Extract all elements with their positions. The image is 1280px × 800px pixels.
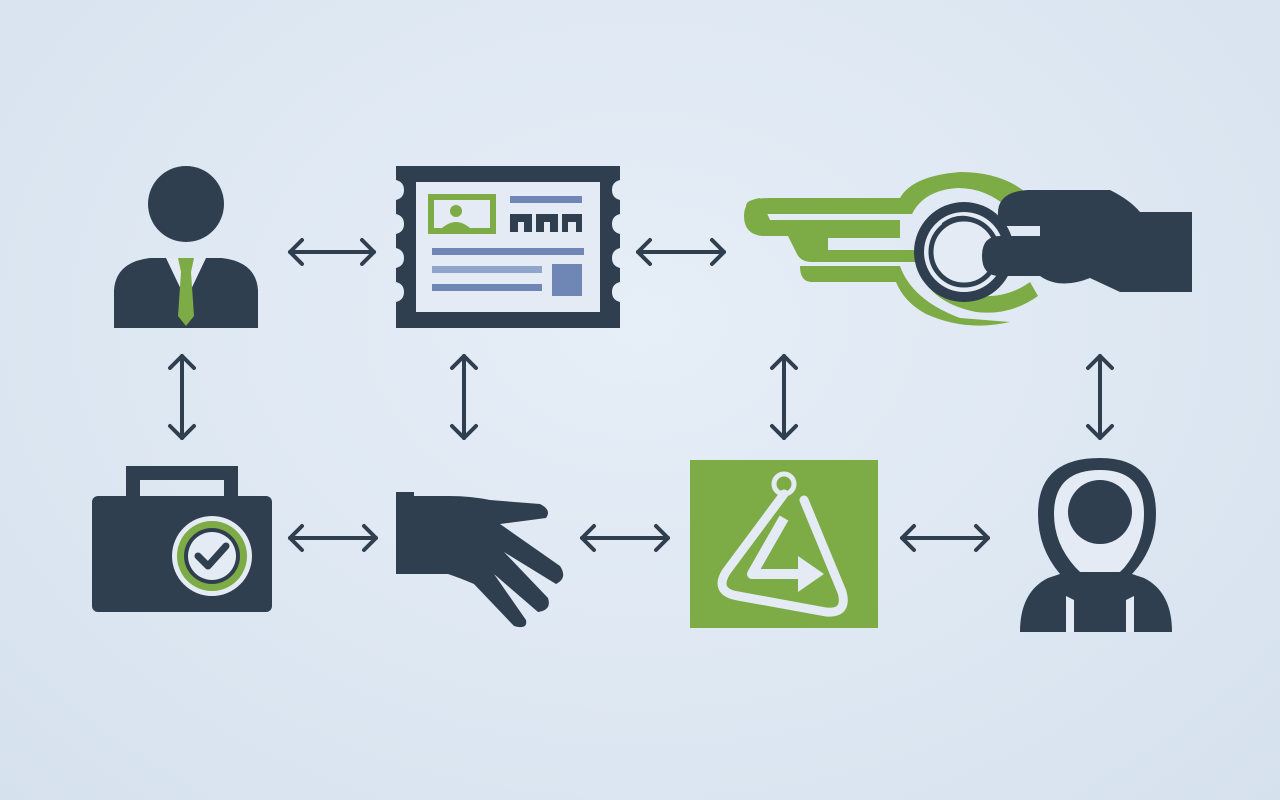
briefcase-check-icon [92,466,272,612]
arrow-hand-tag [580,524,670,552]
hooded-person-icon [1020,458,1172,632]
hand-with-lens-icon [744,172,1192,326]
id-card-ticket-icon [396,166,620,328]
arrow-businessman-ticket [288,238,376,266]
arrow-ticket-hand [450,354,478,440]
arrow-tag-person [900,524,990,552]
businessman-icon [114,166,258,328]
arrow-briefcase-hand [288,524,378,552]
arrow-ticket-hand-lens [636,238,726,266]
arrow-businessman-briefcase [168,354,196,440]
arrow-hand-lens-tag [770,354,798,440]
arrow-hand-lens-person [1086,354,1114,440]
open-hand-icon [396,492,564,628]
tag-arrow-icon [690,460,878,628]
